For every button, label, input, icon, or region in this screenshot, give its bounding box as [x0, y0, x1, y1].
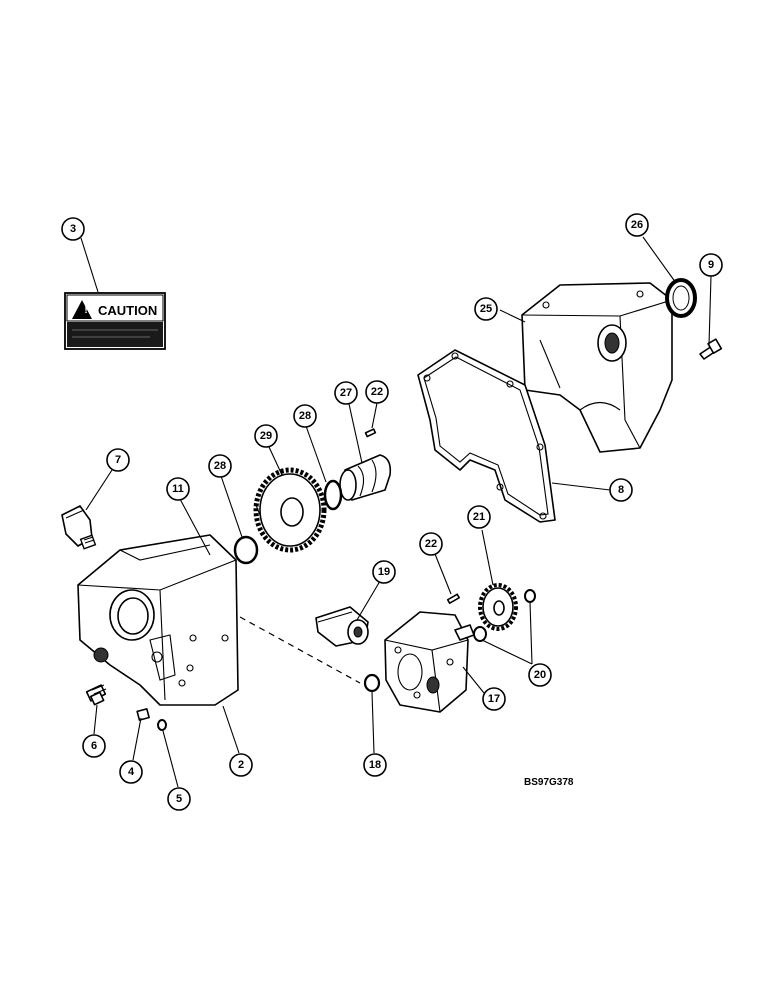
svg-text:18: 18: [369, 759, 381, 771]
shaft: [339, 454, 392, 501]
washer: [157, 719, 167, 731]
svg-text:27: 27: [340, 387, 352, 399]
caution-label-text: CAUTION: [98, 303, 157, 318]
callout-22-lower: 22: [419, 532, 443, 556]
svg-text:28: 28: [214, 460, 226, 472]
caution-decal: ! CAUTION: [64, 292, 166, 350]
callout-8: 8: [609, 478, 633, 502]
svg-text:22: 22: [371, 386, 383, 398]
svg-text:26: 26: [631, 219, 643, 231]
callout-19: 19: [372, 560, 396, 584]
callout-11: 11: [166, 477, 190, 501]
reference-code: BS97G378: [524, 777, 574, 788]
svg-text:4: 4: [128, 766, 135, 778]
callout-bubbles: 3 26 9 25 29 28 27 22 7 11 28 8 21 22 19…: [61, 213, 723, 811]
large-gear: [253, 467, 327, 553]
alignment-dashed-line: [239, 616, 361, 684]
callout-3: 3: [61, 217, 85, 241]
svg-text:11: 11: [172, 483, 184, 495]
svg-text:25: 25: [480, 303, 492, 315]
leader-lines: [80, 236, 712, 788]
callout-28-upper: 28: [293, 404, 317, 428]
small-gear: [478, 583, 518, 631]
svg-text:9: 9: [708, 259, 714, 271]
svg-text:21: 21: [473, 511, 485, 523]
svg-text:17: 17: [488, 693, 500, 705]
callout-26: 26: [625, 213, 649, 237]
snap-ring-28-upper: [323, 479, 343, 511]
callout-25: 25: [474, 297, 498, 321]
callout-2: 2: [229, 753, 253, 777]
snap-ring-28-lower: [233, 535, 259, 565]
warning-triangle-icon: [72, 300, 92, 319]
svg-text:22: 22: [425, 538, 437, 550]
callout-4: 4: [119, 760, 143, 784]
rear-housing-cover: [521, 282, 673, 453]
plug: [136, 708, 150, 721]
key-22-lower: [446, 593, 460, 605]
callout-18: 18: [363, 753, 387, 777]
svg-text:!: !: [84, 305, 87, 316]
callout-6: 6: [82, 734, 106, 758]
callout-28-lower: 28: [208, 454, 232, 478]
callout-7: 7: [106, 448, 130, 472]
svg-text:2: 2: [238, 759, 244, 771]
gasket: [417, 349, 556, 523]
callout-17: 17: [482, 687, 506, 711]
callout-21: 21: [467, 505, 491, 529]
coupler: [315, 606, 369, 647]
bolt-9: [699, 338, 723, 360]
svg-text:29: 29: [260, 430, 272, 442]
o-ring: [363, 673, 381, 693]
callout-27: 27: [334, 381, 358, 405]
svg-text:8: 8: [618, 484, 624, 496]
svg-text:7: 7: [115, 454, 121, 466]
key-22-upper: [364, 428, 377, 438]
svg-text:5: 5: [176, 793, 182, 805]
callout-5: 5: [167, 787, 191, 811]
callout-20: 20: [528, 663, 552, 687]
svg-text:6: 6: [91, 740, 97, 752]
svg-text:28: 28: [299, 410, 311, 422]
callout-22-upper: 22: [365, 380, 389, 404]
hydraulic-pump: [384, 611, 475, 713]
fitting: [85, 684, 107, 706]
front-housing: [77, 534, 239, 706]
svg-text:20: 20: [534, 669, 546, 681]
sender-switch: [61, 505, 97, 550]
callout-29: 29: [254, 424, 278, 448]
oil-seal: [665, 278, 697, 318]
svg-text:3: 3: [70, 223, 76, 235]
callout-9: 9: [699, 253, 723, 277]
svg-text:19: 19: [378, 566, 390, 578]
